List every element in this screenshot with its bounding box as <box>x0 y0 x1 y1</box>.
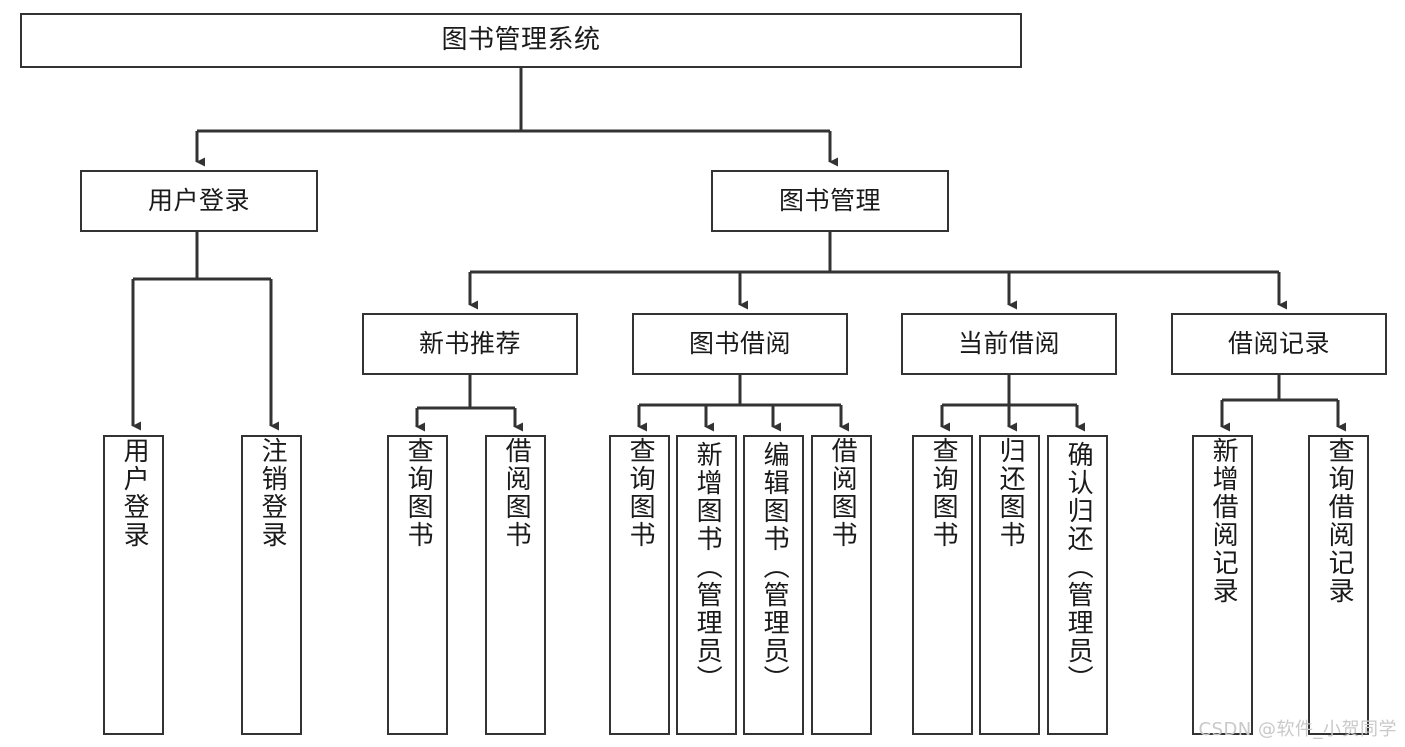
node-root-label: 图书管理系统 <box>441 25 601 56</box>
node-borrow-record-label: 借阅记录 <box>1227 329 1330 359</box>
node-book-manage[interactable]: 图书管理 <box>711 170 949 232</box>
node-book-manage-label: 图书管理 <box>778 186 881 216</box>
node-leaf-user-login-label: 用户登录 <box>119 437 150 549</box>
node-leaf-query-book-2-label: 查询图书 <box>625 437 656 549</box>
node-leaf-add-book[interactable]: 新增图书（管理员） <box>676 435 737 735</box>
node-borrow-record[interactable]: 借阅记录 <box>1171 313 1387 375</box>
node-leaf-add-book-label: 新增图书（管理员） <box>692 441 723 693</box>
node-user-login[interactable]: 用户登录 <box>80 170 318 232</box>
node-book-borrow-label: 图书借阅 <box>688 329 791 359</box>
node-leaf-user-login[interactable]: 用户登录 <box>103 435 164 735</box>
node-leaf-add-record-label: 新增借阅记录 <box>1208 437 1239 605</box>
node-new-book-rec[interactable]: 新书推荐 <box>362 313 578 375</box>
node-leaf-query-book-2[interactable]: 查询图书 <box>609 435 670 735</box>
node-leaf-query-record[interactable]: 查询借阅记录 <box>1308 435 1369 735</box>
node-leaf-query-record-label: 查询借阅记录 <box>1324 437 1355 605</box>
node-current-borrow[interactable]: 当前借阅 <box>901 313 1117 375</box>
node-new-book-rec-label: 新书推荐 <box>418 329 521 359</box>
node-root[interactable]: 图书管理系统 <box>20 13 1022 68</box>
node-leaf-logout-login-label: 注销登录 <box>257 437 288 549</box>
csdn-watermark: CSDN @软件_小贺同学 <box>1198 719 1397 740</box>
node-leaf-borrow-book-1[interactable]: 借阅图书 <box>485 435 546 735</box>
node-leaf-borrow-book-2-label: 借阅图书 <box>827 437 858 549</box>
node-leaf-return-book[interactable]: 归还图书 <box>979 435 1040 735</box>
node-leaf-query-book-3-label: 查询图书 <box>928 437 959 549</box>
node-leaf-borrow-book-1-label: 借阅图书 <box>501 437 532 549</box>
node-book-borrow[interactable]: 图书借阅 <box>632 313 848 375</box>
node-leaf-query-book-3[interactable]: 查询图书 <box>912 435 973 735</box>
node-current-borrow-label: 当前借阅 <box>957 329 1060 359</box>
node-leaf-return-book-label: 归还图书 <box>995 437 1026 549</box>
node-leaf-query-book-1-label: 查询图书 <box>403 437 434 549</box>
node-user-login-label: 用户登录 <box>147 186 250 216</box>
node-leaf-edit-book-label: 编辑图书（管理员） <box>759 441 790 693</box>
node-leaf-logout-login[interactable]: 注销登录 <box>241 435 302 735</box>
node-leaf-confirm-return-label: 确认归还（管理员） <box>1063 441 1094 693</box>
node-leaf-confirm-return[interactable]: 确认归还（管理员） <box>1047 435 1108 735</box>
node-leaf-edit-book[interactable]: 编辑图书（管理员） <box>743 435 804 735</box>
node-leaf-add-record[interactable]: 新增借阅记录 <box>1192 435 1253 735</box>
node-leaf-query-book-1[interactable]: 查询图书 <box>387 435 448 735</box>
node-leaf-borrow-book-2[interactable]: 借阅图书 <box>811 435 872 735</box>
